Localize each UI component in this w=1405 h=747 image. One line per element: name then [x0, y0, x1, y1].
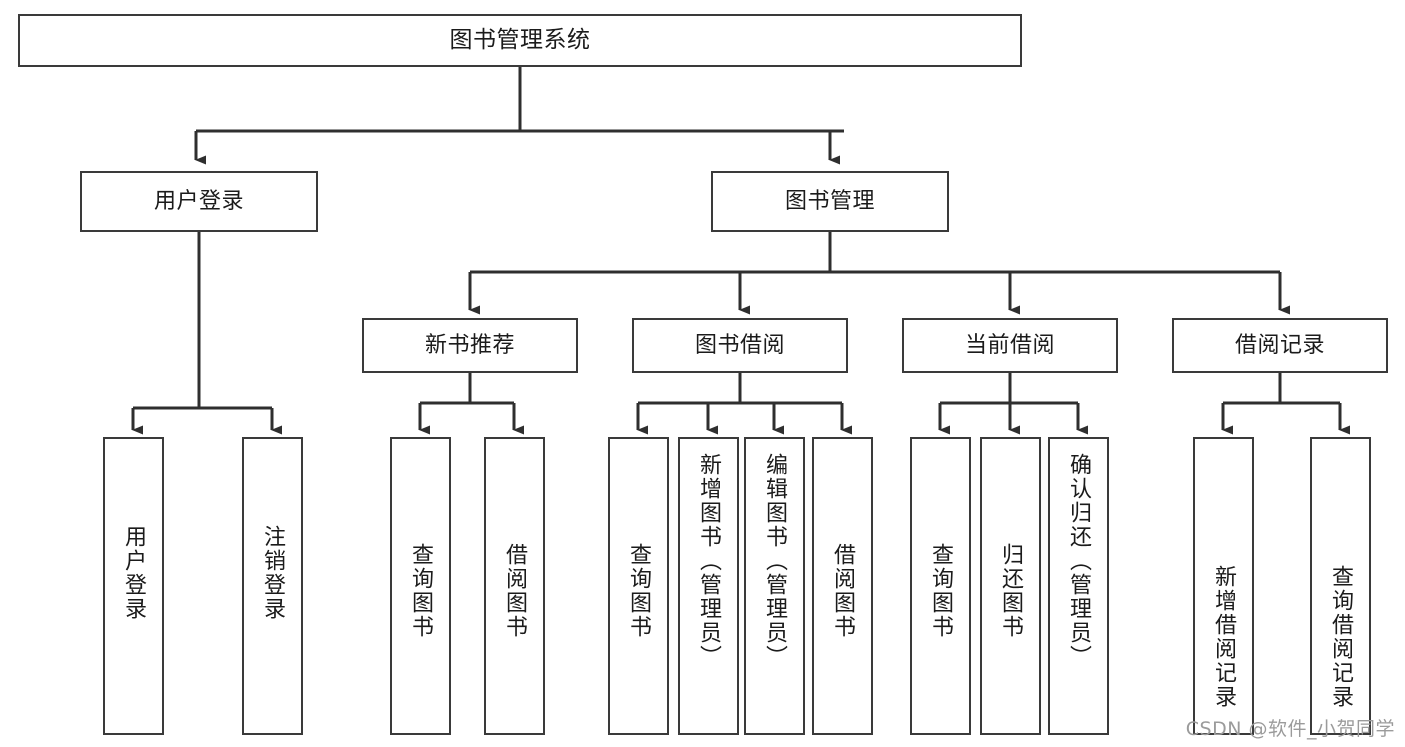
node-root[interactable]: 图书管理系统 [18, 14, 1022, 67]
node-edit-book-admin[interactable]: 编辑图书（管理员） [744, 437, 805, 735]
node-user-login-label: 用户登录 [153, 188, 244, 214]
node-new-book-recommend[interactable]: 新书推荐 [362, 318, 578, 373]
node-borrow-book-2-label: 借阅图书 [830, 543, 856, 639]
watermark-text: CSDN @软件_小贺同学 [1185, 718, 1395, 740]
node-book-borrow[interactable]: 图书借阅 [632, 318, 848, 373]
node-add-book-admin[interactable]: 新增图书（管理员） [678, 437, 739, 735]
node-user-logout-label: 注销登录 [260, 525, 286, 621]
node-return-book[interactable]: 归还图书 [980, 437, 1041, 735]
node-book-borrow-label: 图书借阅 [694, 332, 785, 358]
node-confirm-return-admin-label: 确认归还（管理员） [1066, 453, 1092, 669]
node-book-management-label: 图书管理 [784, 188, 875, 214]
node-edit-book-admin-label: 编辑图书（管理员） [762, 453, 788, 669]
node-query-book-3[interactable]: 查询图书 [910, 437, 971, 735]
node-add-book-admin-label: 新增图书（管理员） [696, 453, 722, 669]
node-query-book-2[interactable]: 查询图书 [608, 437, 669, 735]
node-query-book-2-label: 查询图书 [626, 543, 652, 639]
node-current-borrow-label: 当前借阅 [964, 332, 1055, 358]
node-root-label: 图书管理系统 [449, 26, 591, 53]
node-user-login-do[interactable]: 用户登录 [103, 437, 164, 735]
node-query-borrow-record[interactable]: 查询借阅记录 [1310, 437, 1371, 735]
node-confirm-return-admin[interactable]: 确认归还（管理员） [1048, 437, 1109, 735]
node-user-login-do-label: 用户登录 [121, 525, 147, 621]
node-add-borrow-record-label: 新增借阅记录 [1211, 565, 1237, 709]
node-user-login[interactable]: 用户登录 [80, 171, 318, 232]
node-query-book-1[interactable]: 查询图书 [390, 437, 451, 735]
node-add-borrow-record[interactable]: 新增借阅记录 [1193, 437, 1254, 735]
node-user-logout[interactable]: 注销登录 [242, 437, 303, 735]
node-query-borrow-record-label: 查询借阅记录 [1328, 565, 1354, 709]
node-return-book-label: 归还图书 [998, 543, 1024, 639]
node-query-book-1-label: 查询图书 [408, 543, 434, 639]
node-book-management[interactable]: 图书管理 [711, 171, 949, 232]
node-current-borrow[interactable]: 当前借阅 [902, 318, 1118, 373]
node-borrow-book-2[interactable]: 借阅图书 [812, 437, 873, 735]
node-borrow-records-label: 借阅记录 [1234, 332, 1325, 358]
node-borrow-records[interactable]: 借阅记录 [1172, 318, 1388, 373]
node-query-book-3-label: 查询图书 [928, 543, 954, 639]
node-borrow-book-1[interactable]: 借阅图书 [484, 437, 545, 735]
node-new-book-recommend-label: 新书推荐 [424, 332, 515, 358]
node-borrow-book-1-label: 借阅图书 [502, 543, 528, 639]
